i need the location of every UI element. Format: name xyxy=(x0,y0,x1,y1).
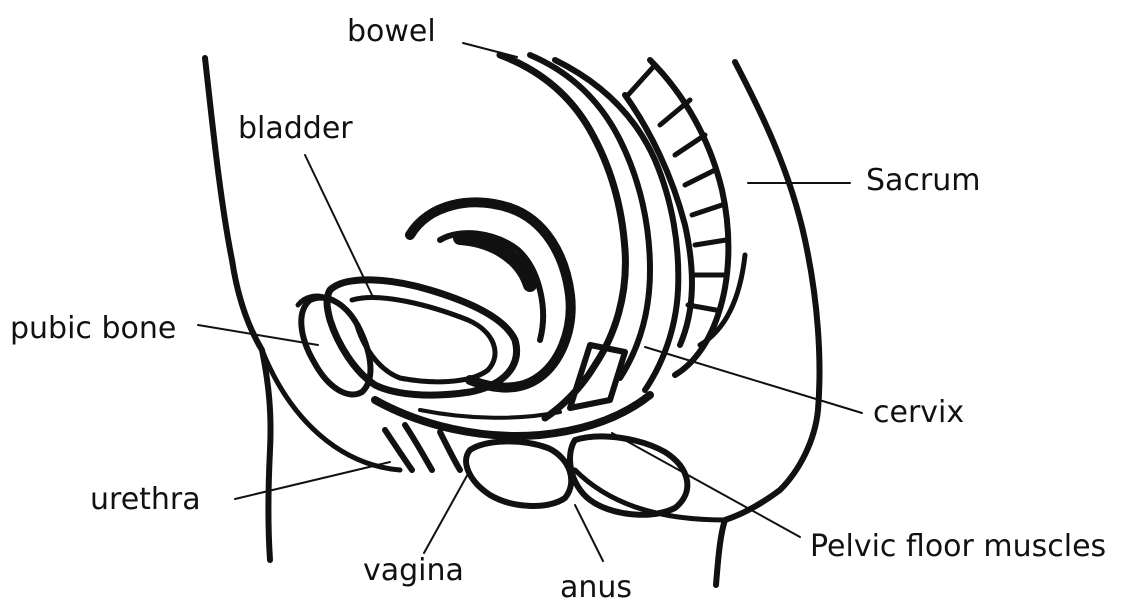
uterus-outer xyxy=(410,202,571,387)
bowel-wall-outer xyxy=(500,55,625,418)
label-bowel: bowel xyxy=(347,17,436,47)
label-pelvic-floor-muscles: Pelvic floor muscles xyxy=(810,532,1106,562)
leader-cervix xyxy=(645,347,862,413)
leader-anus xyxy=(575,505,603,561)
thigh-curve-front xyxy=(262,350,400,470)
sacrum-segment-2 xyxy=(660,100,690,125)
body-outline-back xyxy=(716,62,819,585)
label-pubic-bone: pubic bone xyxy=(10,314,176,344)
sacrum-segment-5 xyxy=(692,205,722,215)
leader-bowel xyxy=(463,43,517,57)
sacrum-segment-1 xyxy=(628,65,655,95)
vagina-inner xyxy=(420,410,560,418)
sacrum-segment-4 xyxy=(685,170,715,185)
label-urethra: urethra xyxy=(90,485,201,515)
sacrum-segment-6 xyxy=(695,240,726,245)
label-bladder: bladder xyxy=(238,114,353,144)
label-sacrum: Sacrum xyxy=(866,166,981,196)
sacrum-segment-3 xyxy=(675,135,705,155)
label-anus: anus xyxy=(560,573,632,603)
leader-urethra xyxy=(235,462,390,499)
label-cervix: cervix xyxy=(873,398,964,428)
uterine-cavity xyxy=(460,238,530,285)
urethra-tube-3 xyxy=(440,432,460,470)
leader-vagina xyxy=(424,472,469,553)
leader-bladder xyxy=(305,155,372,295)
label-vagina: vagina xyxy=(363,556,464,586)
perineal-body-left xyxy=(466,441,571,506)
sacrum-outline-left xyxy=(625,95,692,345)
urethra-tube xyxy=(385,430,412,470)
pubic-bone-shape xyxy=(301,298,370,395)
